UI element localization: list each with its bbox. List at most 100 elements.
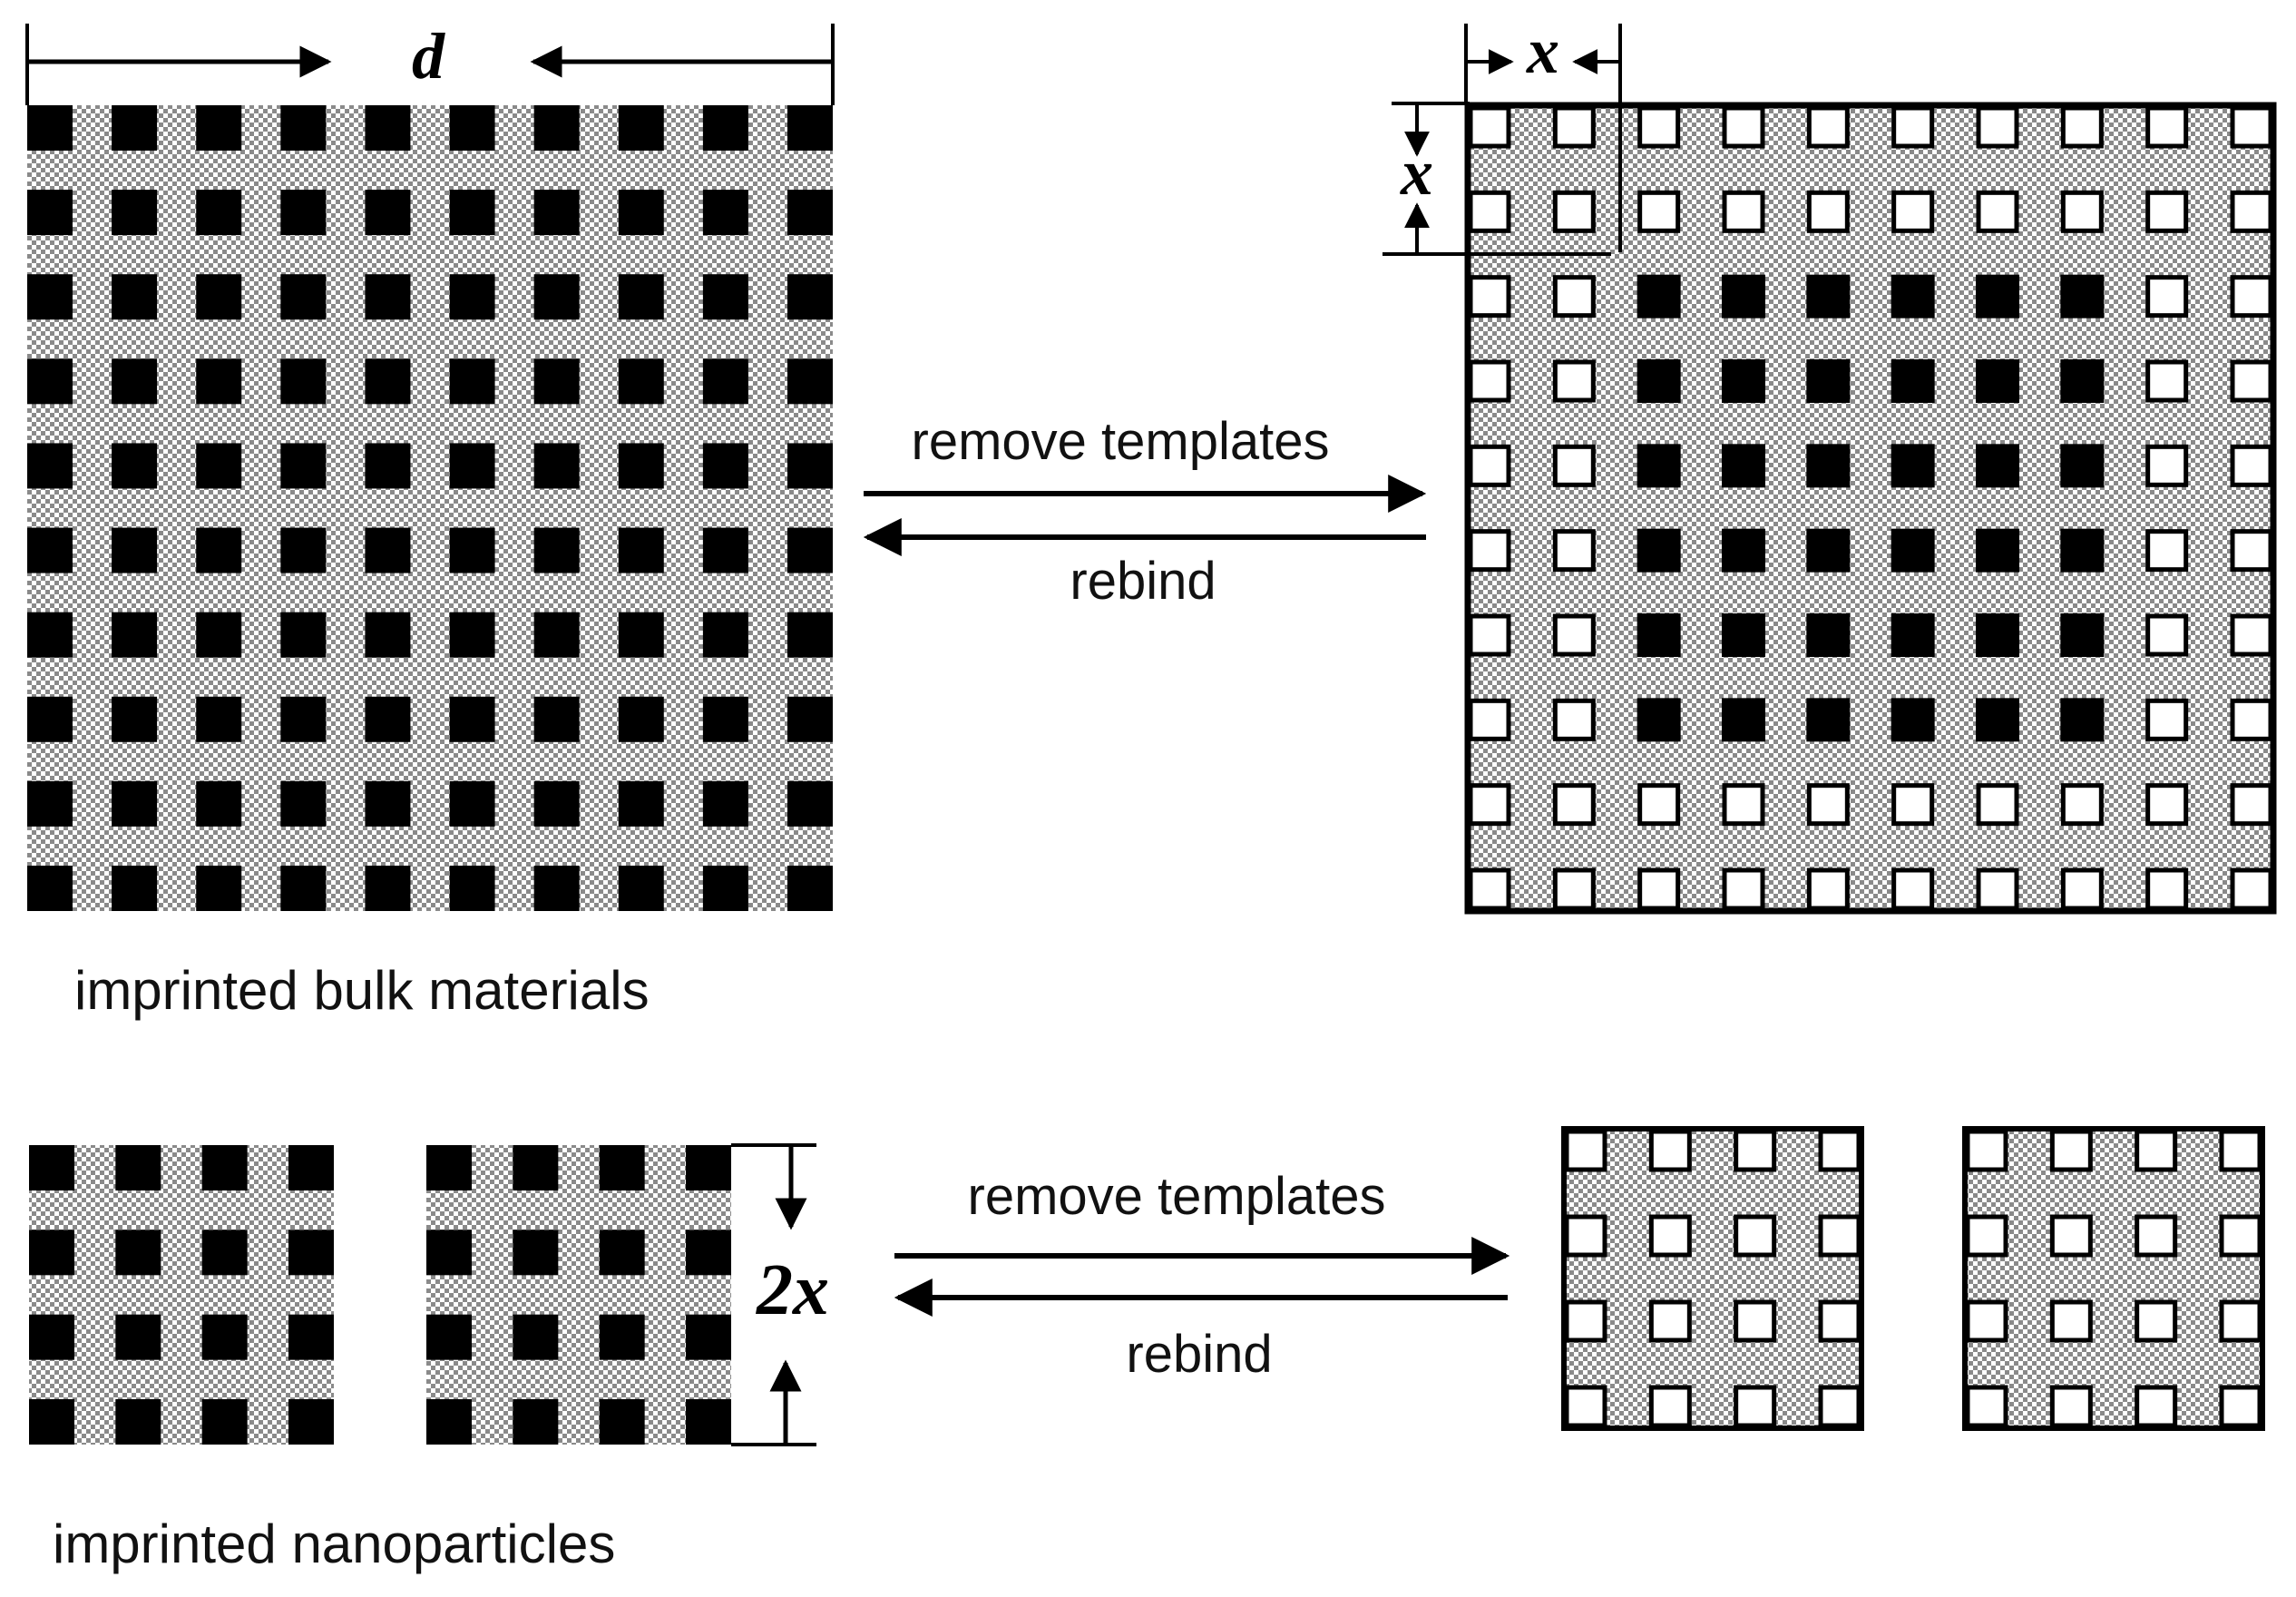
template-molecule	[533, 274, 580, 320]
template-molecule	[787, 780, 833, 827]
imprinted-cavity	[1468, 529, 1511, 573]
template-molecule	[27, 358, 73, 405]
template-molecule	[27, 190, 73, 236]
template-molecule	[288, 1145, 334, 1190]
template-molecule	[1891, 274, 1935, 318]
imprinted-cavity	[1818, 1385, 1861, 1428]
template-molecule	[449, 527, 495, 573]
template-molecule	[1891, 528, 1935, 573]
nano-reverse-label: rebind	[1126, 1325, 1272, 1384]
template-molecule	[115, 1145, 161, 1190]
bulk-forward-label: remove templates	[912, 412, 1330, 471]
template-molecule	[449, 780, 495, 827]
template-molecule	[112, 527, 158, 573]
imprinted-cavity	[2230, 529, 2273, 573]
template-molecule	[280, 190, 327, 236]
template-molecule	[787, 527, 833, 573]
template-molecule	[449, 190, 495, 236]
template-molecule	[365, 105, 411, 151]
template-molecule	[280, 780, 327, 827]
template-molecule	[27, 780, 73, 827]
bulk-template-removed	[1464, 102, 2277, 915]
template-molecule	[196, 190, 242, 236]
template-molecule	[196, 612, 242, 658]
template-molecule	[787, 696, 833, 742]
template-molecule	[618, 866, 664, 911]
template-molecule	[29, 1314, 74, 1360]
template-molecule	[1637, 359, 1681, 403]
imprinted-cavity	[2135, 1299, 2178, 1343]
bulk-reverse-label: rebind	[1070, 552, 1216, 611]
template-molecule	[288, 1399, 334, 1445]
nanoparticle-template-removed-2	[1962, 1126, 2265, 1431]
imprinted-cavity	[1468, 359, 1511, 403]
imprinted-cavity	[1891, 867, 1935, 911]
template-molecule	[201, 1230, 248, 1276]
imprinted-cavity	[2145, 613, 2189, 657]
template-molecule	[112, 358, 158, 405]
imprinted-cavity	[1468, 444, 1511, 487]
imprinted-cavity	[2049, 1385, 2093, 1428]
template-molecule	[513, 1399, 559, 1445]
imprinted-cavity	[1818, 1129, 1861, 1172]
imprinted-cavity	[2219, 1214, 2262, 1258]
template-molecule	[201, 1145, 248, 1190]
template-molecule	[1722, 613, 1765, 657]
nanoparticle-imprinted-2	[426, 1145, 731, 1445]
template-molecule	[280, 274, 327, 320]
template-molecule	[787, 866, 833, 911]
imprinted-cavity	[1891, 190, 1935, 233]
imprinted-cavity	[1648, 1385, 1692, 1428]
imprinted-cavity	[2230, 275, 2273, 318]
imprinted-cavity	[1552, 613, 1596, 657]
template-molecule	[1891, 359, 1935, 403]
imprinted-cavity	[2145, 529, 2189, 573]
template-molecule	[449, 274, 495, 320]
imprinted-cavity	[2230, 783, 2273, 827]
imprinted-cavity	[2145, 190, 2189, 233]
template-molecule	[426, 1314, 472, 1360]
template-molecule	[1722, 274, 1765, 318]
imprinted-cavity	[1637, 783, 1681, 827]
template-molecule	[426, 1230, 472, 1276]
imprinted-cavity	[2230, 698, 2273, 741]
imprinted-cavity	[1648, 1129, 1692, 1172]
template-molecule	[365, 696, 411, 742]
imprinted-cavity	[1468, 783, 1511, 827]
2x-label: 2x	[756, 1250, 829, 1330]
template-molecule	[196, 696, 242, 742]
template-molecule	[1637, 274, 1681, 318]
imprinted-cavity	[1468, 867, 1511, 911]
template-molecule	[533, 612, 580, 658]
template-molecule	[513, 1230, 559, 1276]
template-molecule	[2060, 613, 2105, 657]
imprinted-cavity	[2219, 1385, 2262, 1428]
template-molecule	[533, 866, 580, 911]
template-molecule	[449, 696, 495, 742]
imprinted-cavity	[2230, 105, 2273, 149]
imprinted-cavity	[1965, 1299, 2008, 1343]
template-molecule	[702, 866, 748, 911]
template-molecule	[280, 105, 327, 151]
template-molecule	[1722, 528, 1765, 573]
template-molecule	[27, 443, 73, 489]
template-molecule	[112, 696, 158, 742]
template-molecule	[280, 358, 327, 405]
imprinted-cavity	[1806, 867, 1850, 911]
template-molecule	[702, 443, 748, 489]
bulk-dimension-marker: d	[25, 20, 835, 105]
template-molecule	[533, 443, 580, 489]
imprinted-cavity	[1468, 275, 1511, 318]
imprinted-cavity	[2135, 1214, 2178, 1258]
template-molecule	[1976, 613, 2019, 657]
imprinted-cavity	[1552, 105, 1596, 149]
template-molecule	[599, 1230, 645, 1276]
imprinted-cavity	[1806, 190, 1850, 233]
imprinted-cavity	[2049, 1214, 2093, 1258]
imprinted-cavity	[2145, 783, 2189, 827]
template-molecule	[196, 780, 242, 827]
imprinted-cavity	[1818, 1214, 1861, 1258]
template-molecule	[29, 1399, 74, 1445]
bulk-imprinted-material	[27, 105, 833, 911]
imprinted-cavity	[1552, 529, 1596, 573]
